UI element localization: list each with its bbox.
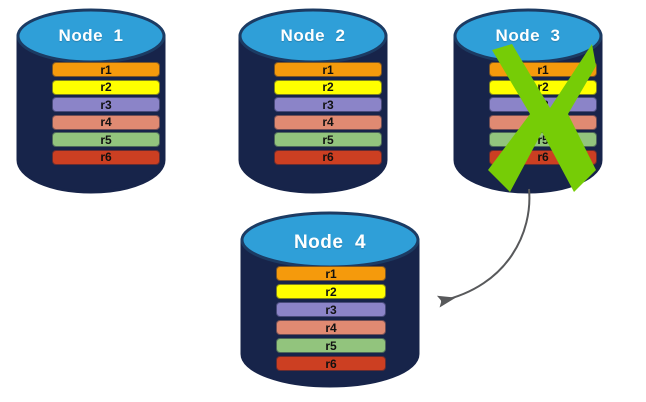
row-r6[interactable]: r6	[276, 356, 386, 371]
row-r4[interactable]: r4	[274, 114, 382, 130]
row-r2[interactable]: r2	[274, 79, 382, 95]
node-cylinder-4[interactable]: Node 4 r1 r2 r3 r4 r5 r6	[240, 210, 420, 388]
row-r5[interactable]: r5	[489, 132, 597, 147]
row-r6[interactable]: r6	[52, 149, 160, 165]
arrow-node3-to-node4	[436, 188, 531, 308]
row-r2[interactable]: r2	[489, 79, 597, 95]
row-r2[interactable]: r2	[276, 284, 386, 299]
row-r4[interactable]: r4	[52, 114, 160, 130]
node-cylinder-3[interactable]: Node 3 r1 r2 r3 r4 r5 r6	[453, 8, 603, 194]
node-rows-1: r1 r2 r3 r4 r5 r6	[52, 62, 160, 170]
row-r3[interactable]: r3	[52, 97, 160, 112]
row-r1[interactable]: r1	[489, 62, 597, 77]
row-r5[interactable]: r5	[276, 338, 386, 353]
row-r5[interactable]: r5	[274, 132, 382, 147]
row-r1[interactable]: r1	[274, 62, 382, 77]
row-r3[interactable]: r3	[276, 302, 386, 317]
node-rows-3: r1 r2 r3 r4 r5 r6	[489, 62, 597, 170]
node-cylinder-1[interactable]: Node 1 r1 r2 r3 r4 r5 r6	[16, 8, 166, 194]
node-rows-2: r1 r2 r3 r4 r5 r6	[274, 62, 382, 170]
row-r4[interactable]: r4	[276, 320, 386, 335]
row-r4[interactable]: r4	[489, 114, 597, 130]
row-r3[interactable]: r3	[274, 97, 382, 112]
row-r6[interactable]: r6	[274, 149, 382, 165]
row-r1[interactable]: r1	[276, 266, 386, 281]
row-r6[interactable]: r6	[489, 149, 597, 165]
node-cylinder-2[interactable]: Node 2 r1 r2 r3 r4 r5 r6	[238, 8, 388, 194]
node-rows-4: r1 r2 r3 r4 r5 r6	[276, 266, 386, 376]
row-r5[interactable]: r5	[52, 132, 160, 147]
row-r1[interactable]: r1	[52, 62, 160, 77]
row-r3[interactable]: r3	[489, 97, 597, 112]
row-r2[interactable]: r2	[52, 79, 160, 95]
